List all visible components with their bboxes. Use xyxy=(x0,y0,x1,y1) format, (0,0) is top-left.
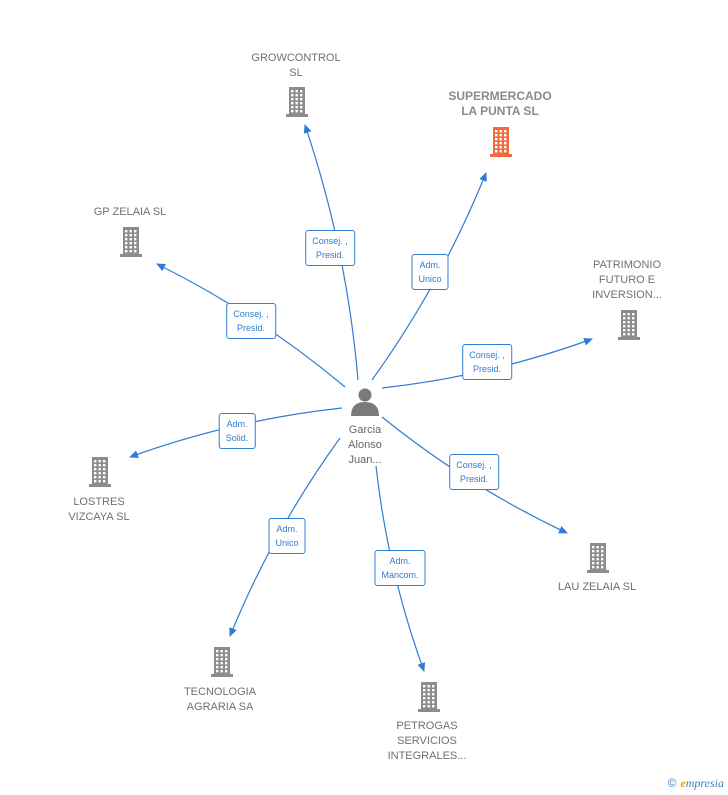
company-label-growcontrol[interactable]: GROWCONTROL SL xyxy=(251,52,341,79)
building-icon xyxy=(618,310,640,340)
empresia-watermark: ©empresia xyxy=(668,776,724,791)
building-icon xyxy=(89,457,111,487)
relation-label-growcontrol: Consej. , Presid. xyxy=(305,230,355,266)
relation-label-tecnologia: Adm. Unico xyxy=(268,518,306,554)
company-label-lostres[interactable]: LOSTRES VIZCAYA SL xyxy=(68,496,130,523)
building-icon xyxy=(490,127,512,157)
company-label-supermercado[interactable]: SUPERMERCADO LA PUNTA SL xyxy=(448,89,552,118)
relation-label-petrogas: Adm. Mancom. xyxy=(374,550,426,586)
copyright-symbol: © xyxy=(667,776,677,790)
building-icon xyxy=(418,682,440,712)
relation-label-lau-zelaia: Consej. , Presid. xyxy=(449,454,499,490)
brand-name: mpresia xyxy=(685,776,724,790)
building-icon xyxy=(286,87,308,117)
brand-e: e xyxy=(680,776,686,790)
building-icon xyxy=(120,227,142,257)
company-label-tecnologia[interactable]: TECNOLOGIA AGRARIA SA xyxy=(183,686,257,713)
company-label-petrogas[interactable]: PETROGAS SERVICIOS INTEGRALES... xyxy=(387,720,467,762)
building-icon xyxy=(587,543,609,573)
relation-label-gp-zelaia: Consej. , Presid. xyxy=(226,303,276,339)
company-label-lau-zelaia[interactable]: LAU ZELAIA SL xyxy=(557,581,637,593)
relation-label-lostres: Adm. Solid. xyxy=(218,413,256,449)
building-icon xyxy=(211,647,233,677)
person-icon xyxy=(351,388,379,416)
company-label-patrimonio[interactable]: PATRIMONIO FUTURO E INVERSION... xyxy=(592,259,662,301)
relation-label-patrimonio: Consej. , Presid. xyxy=(462,344,512,380)
person-label[interactable]: Garcia Alonso Juan... xyxy=(348,424,382,466)
relation-label-supermercado: Adm. Unico xyxy=(411,254,449,290)
company-label-gp-zelaia[interactable]: GP ZELAIA SL xyxy=(93,206,167,218)
